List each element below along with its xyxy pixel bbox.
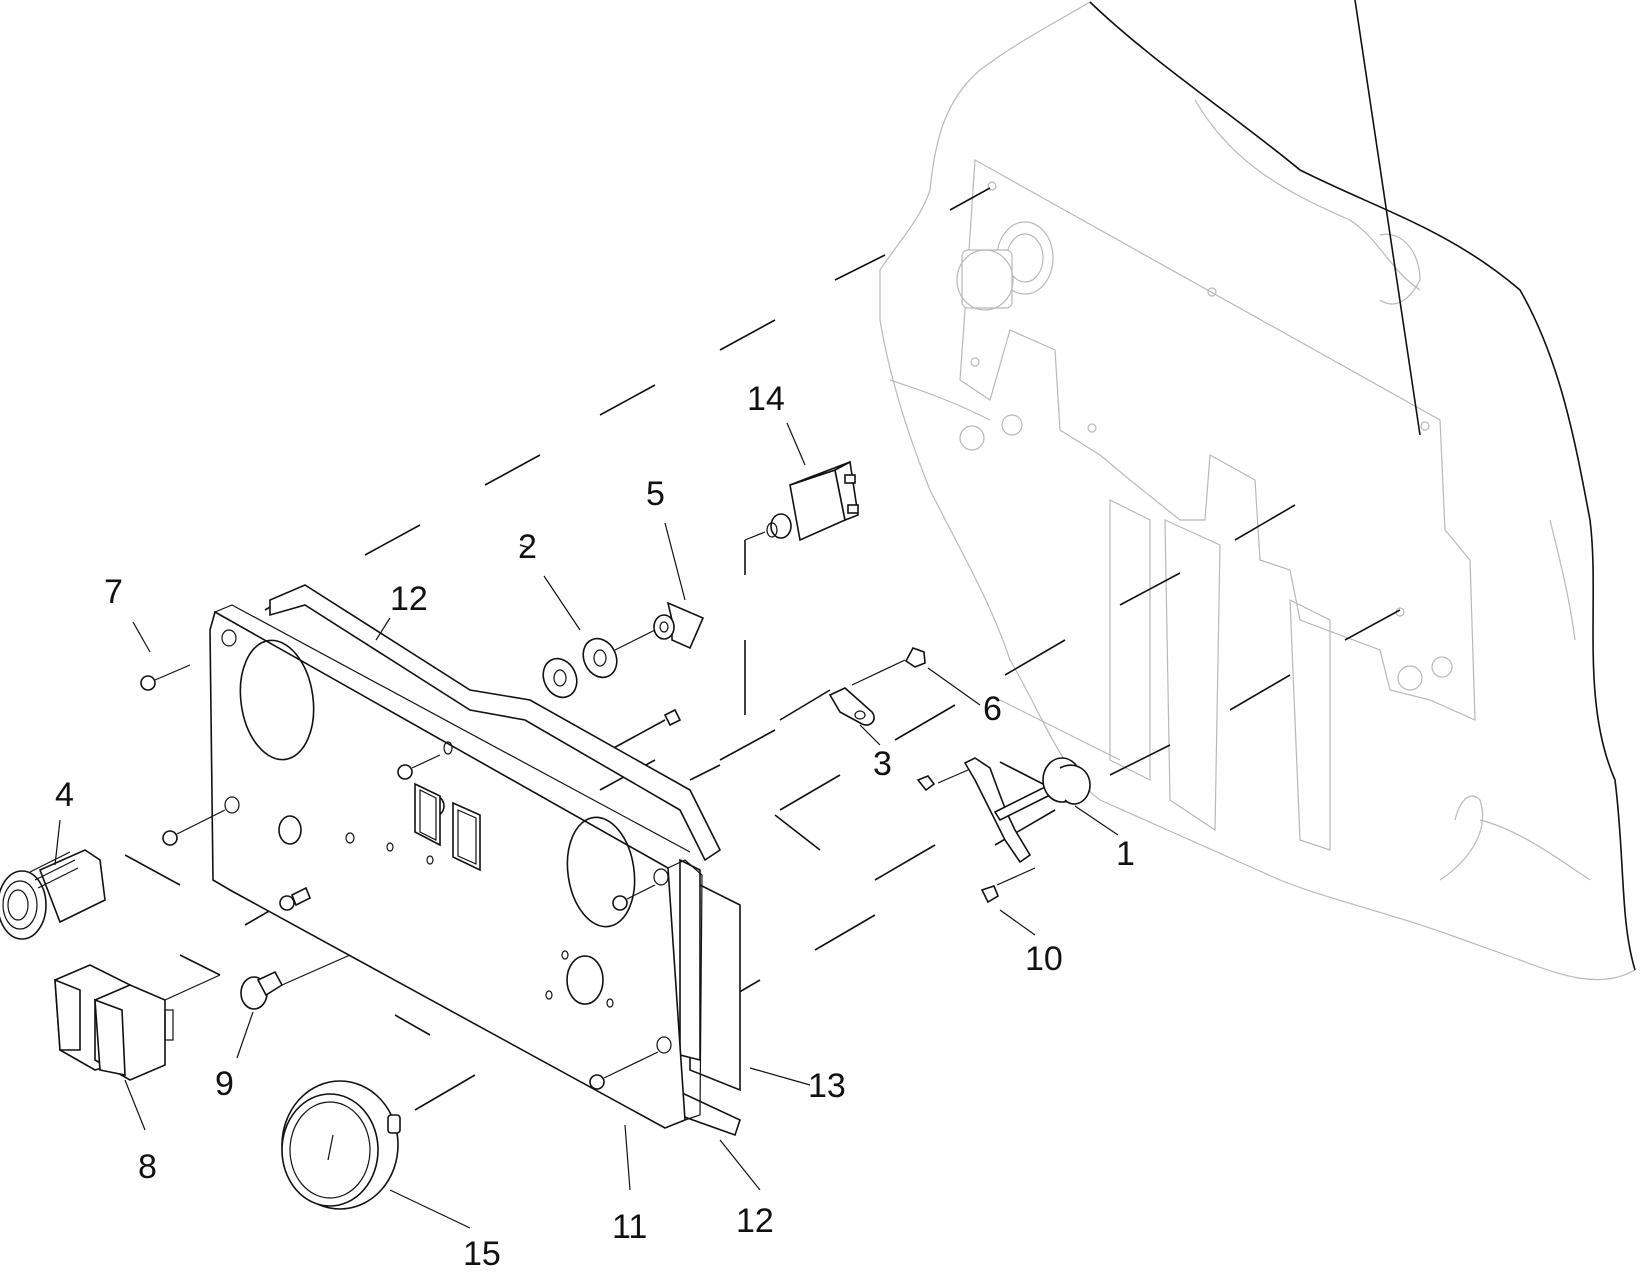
pressure-gauge [281,1080,401,1210]
clamp-and-nut [828,647,926,726]
callout-8: 8 [138,1148,157,1186]
callout-labels: 7 12 2 5 14 6 3 1 10 4 9 8 11 12 13 15 [55,380,1135,1273]
callout-14: 14 [747,380,785,418]
gasket-top [269,584,722,862]
washers-and-fitting [542,601,705,727]
callout-4: 4 [55,776,74,814]
callout-2: 2 [518,528,537,566]
callout-10: 10 [1025,940,1063,978]
callout-6: 6 [983,690,1002,728]
rocker-switches [54,964,221,1081]
callout-7: 7 [104,573,123,611]
circuit-breaker [744,460,859,542]
control-panel-plate [209,604,703,1129]
indicator-light [240,954,351,1010]
explosion-axes [124,0,1421,1111]
callout-13: 13 [808,1067,846,1105]
housing-ghost [879,1,1636,981]
callout-12-top: 12 [390,580,428,618]
panel-screws [140,664,659,1090]
leader-lines [54,422,1119,1229]
callout-11: 11 [612,1208,647,1246]
lamp-bracket [916,757,1091,904]
callout-9: 9 [215,1065,234,1103]
callout-12-bottom: 12 [736,1202,774,1240]
callout-15: 15 [463,1235,501,1273]
quick-connector [0,849,106,940]
callout-3: 3 [873,745,892,783]
callout-5: 5 [646,475,665,513]
callout-1: 1 [1116,835,1135,873]
gasket-and-seal-bottom [664,858,741,1137]
